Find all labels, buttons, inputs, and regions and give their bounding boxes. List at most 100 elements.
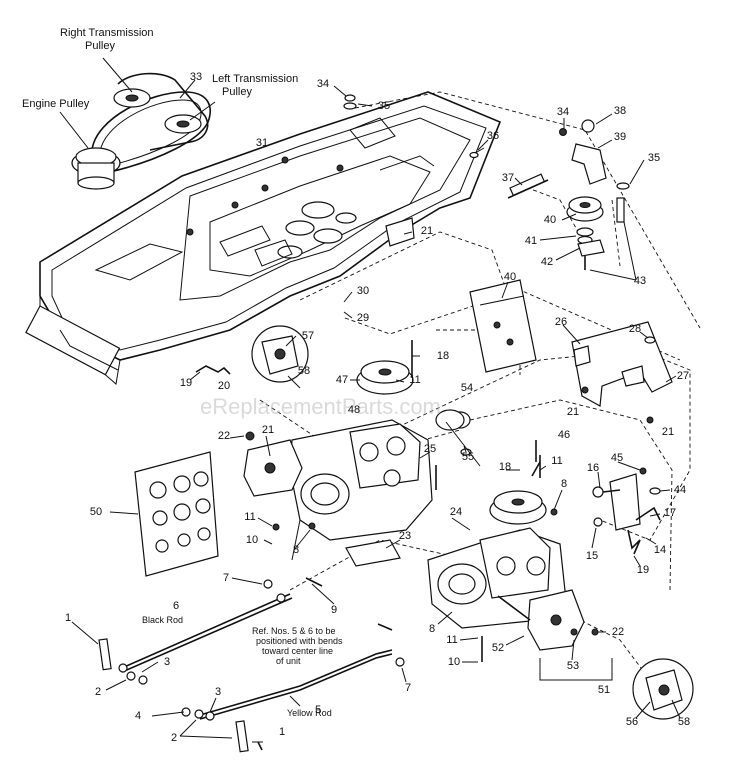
callout-33: 33 [190,71,202,83]
belt-pulley-assembly [71,72,211,190]
callout-41: 41 [525,235,537,247]
callout-16: 16 [587,462,599,474]
callout-15: 15 [586,550,598,562]
callout-8: 8 [429,623,435,635]
idler-assembly [281,94,630,270]
inset-detail-bottom [632,658,694,720]
callout-18: 18 [437,350,449,362]
callout-3: 3 [215,686,221,698]
gauge-panel [134,451,219,577]
engine-pulley-label: Engine Pulley [22,98,90,110]
callout-22: 22 [218,430,230,442]
callout-21: 21 [421,225,433,237]
callout-34: 34 [557,106,569,118]
callout-51: 51 [598,684,610,696]
callout-47: 47 [336,374,348,386]
watermark: eReplacementParts.com [200,394,441,419]
right-transmission [427,461,599,662]
callout-28: 28 [629,323,641,335]
callout-29: 29 [357,312,369,324]
callout-18: 18 [499,461,511,473]
callout-5: 5 [315,704,321,716]
callout-26: 26 [555,316,567,328]
callout-53: 53 [567,660,579,672]
callout-58: 58 [298,365,310,377]
bracket-51 [539,658,613,681]
chassis-frame [25,91,502,385]
callout-43: 43 [634,275,646,287]
callout-38: 38 [614,105,626,117]
callout-8: 8 [293,544,299,556]
callout-14: 14 [654,544,666,556]
callout-25: 25 [424,443,436,455]
callout-40: 40 [504,271,516,283]
pulley-47 [435,409,537,462]
reference-lines [259,91,701,681]
callout-19: 19 [637,564,649,576]
callout-40: 40 [544,214,556,226]
callout-31: 31 [256,137,268,149]
callout-23: 23 [399,530,411,542]
callout-37: 37 [502,172,514,184]
callout-21: 21 [662,426,674,438]
callout-19: 19 [180,377,192,389]
left-transmission [243,340,471,567]
callout-3: 3 [164,656,170,668]
callout-2: 2 [171,732,177,744]
positioning-note: Ref. Nos. 5 & 6 to be positioned with be… [252,626,345,666]
callout-35: 35 [378,100,390,112]
leader-lines [71,79,681,743]
callout-55: 55 [462,451,474,463]
callout-11: 11 [244,511,255,523]
callout-9: 9 [331,604,337,616]
callout-48: 48 [348,404,360,416]
callout-46: 46 [558,429,570,441]
black-rod-label: Black Rod [142,615,183,625]
rods [98,577,405,753]
spring-clip [195,365,231,375]
yellow-rod-label: Yellow Rod [287,708,332,718]
callout-58: 58 [678,716,690,728]
callout-7: 7 [223,572,229,584]
callout-21: 21 [567,406,579,418]
callout-11: 11 [446,634,457,646]
bracket-assembly [469,279,673,424]
callout-10: 10 [448,656,460,668]
callout-10: 10 [246,534,258,546]
callout-8: 8 [561,478,567,490]
callout-34: 34 [317,78,329,90]
callout-56: 56 [626,716,638,728]
callout-1: 1 [279,726,285,738]
callout-22: 22 [612,626,624,638]
callout-57: 57 [302,330,314,342]
callout-50: 50 [90,506,102,518]
inset-detail-top [251,325,309,383]
callout-4: 4 [135,710,141,722]
callout-11: 11 [409,374,420,386]
callout-2: 2 [95,686,101,698]
callout-52: 52 [492,642,504,654]
callout-20: 20 [218,380,230,392]
callout-21: 21 [262,424,274,436]
callout-45: 45 [611,452,623,464]
callout-6: 6 [173,600,179,612]
control-brackets [435,455,661,555]
callout-numbers: 33 34 35 31 36 34 38 39 35 37 40 41 42 4… [65,71,690,744]
callout-39: 39 [614,131,626,143]
callout-11: 11 [551,455,562,467]
callout-35: 35 [648,152,660,164]
callout-7: 7 [405,682,411,694]
callout-24: 24 [450,506,462,518]
callout-54: 54 [461,382,473,394]
callout-44: 44 [674,484,686,496]
callout-36: 36 [487,130,499,142]
callout-1: 1 [65,612,71,624]
callout-42: 42 [541,256,553,268]
callout-27: 27 [677,370,689,382]
callout-30: 30 [357,285,369,297]
callout-17: 17 [664,507,676,519]
